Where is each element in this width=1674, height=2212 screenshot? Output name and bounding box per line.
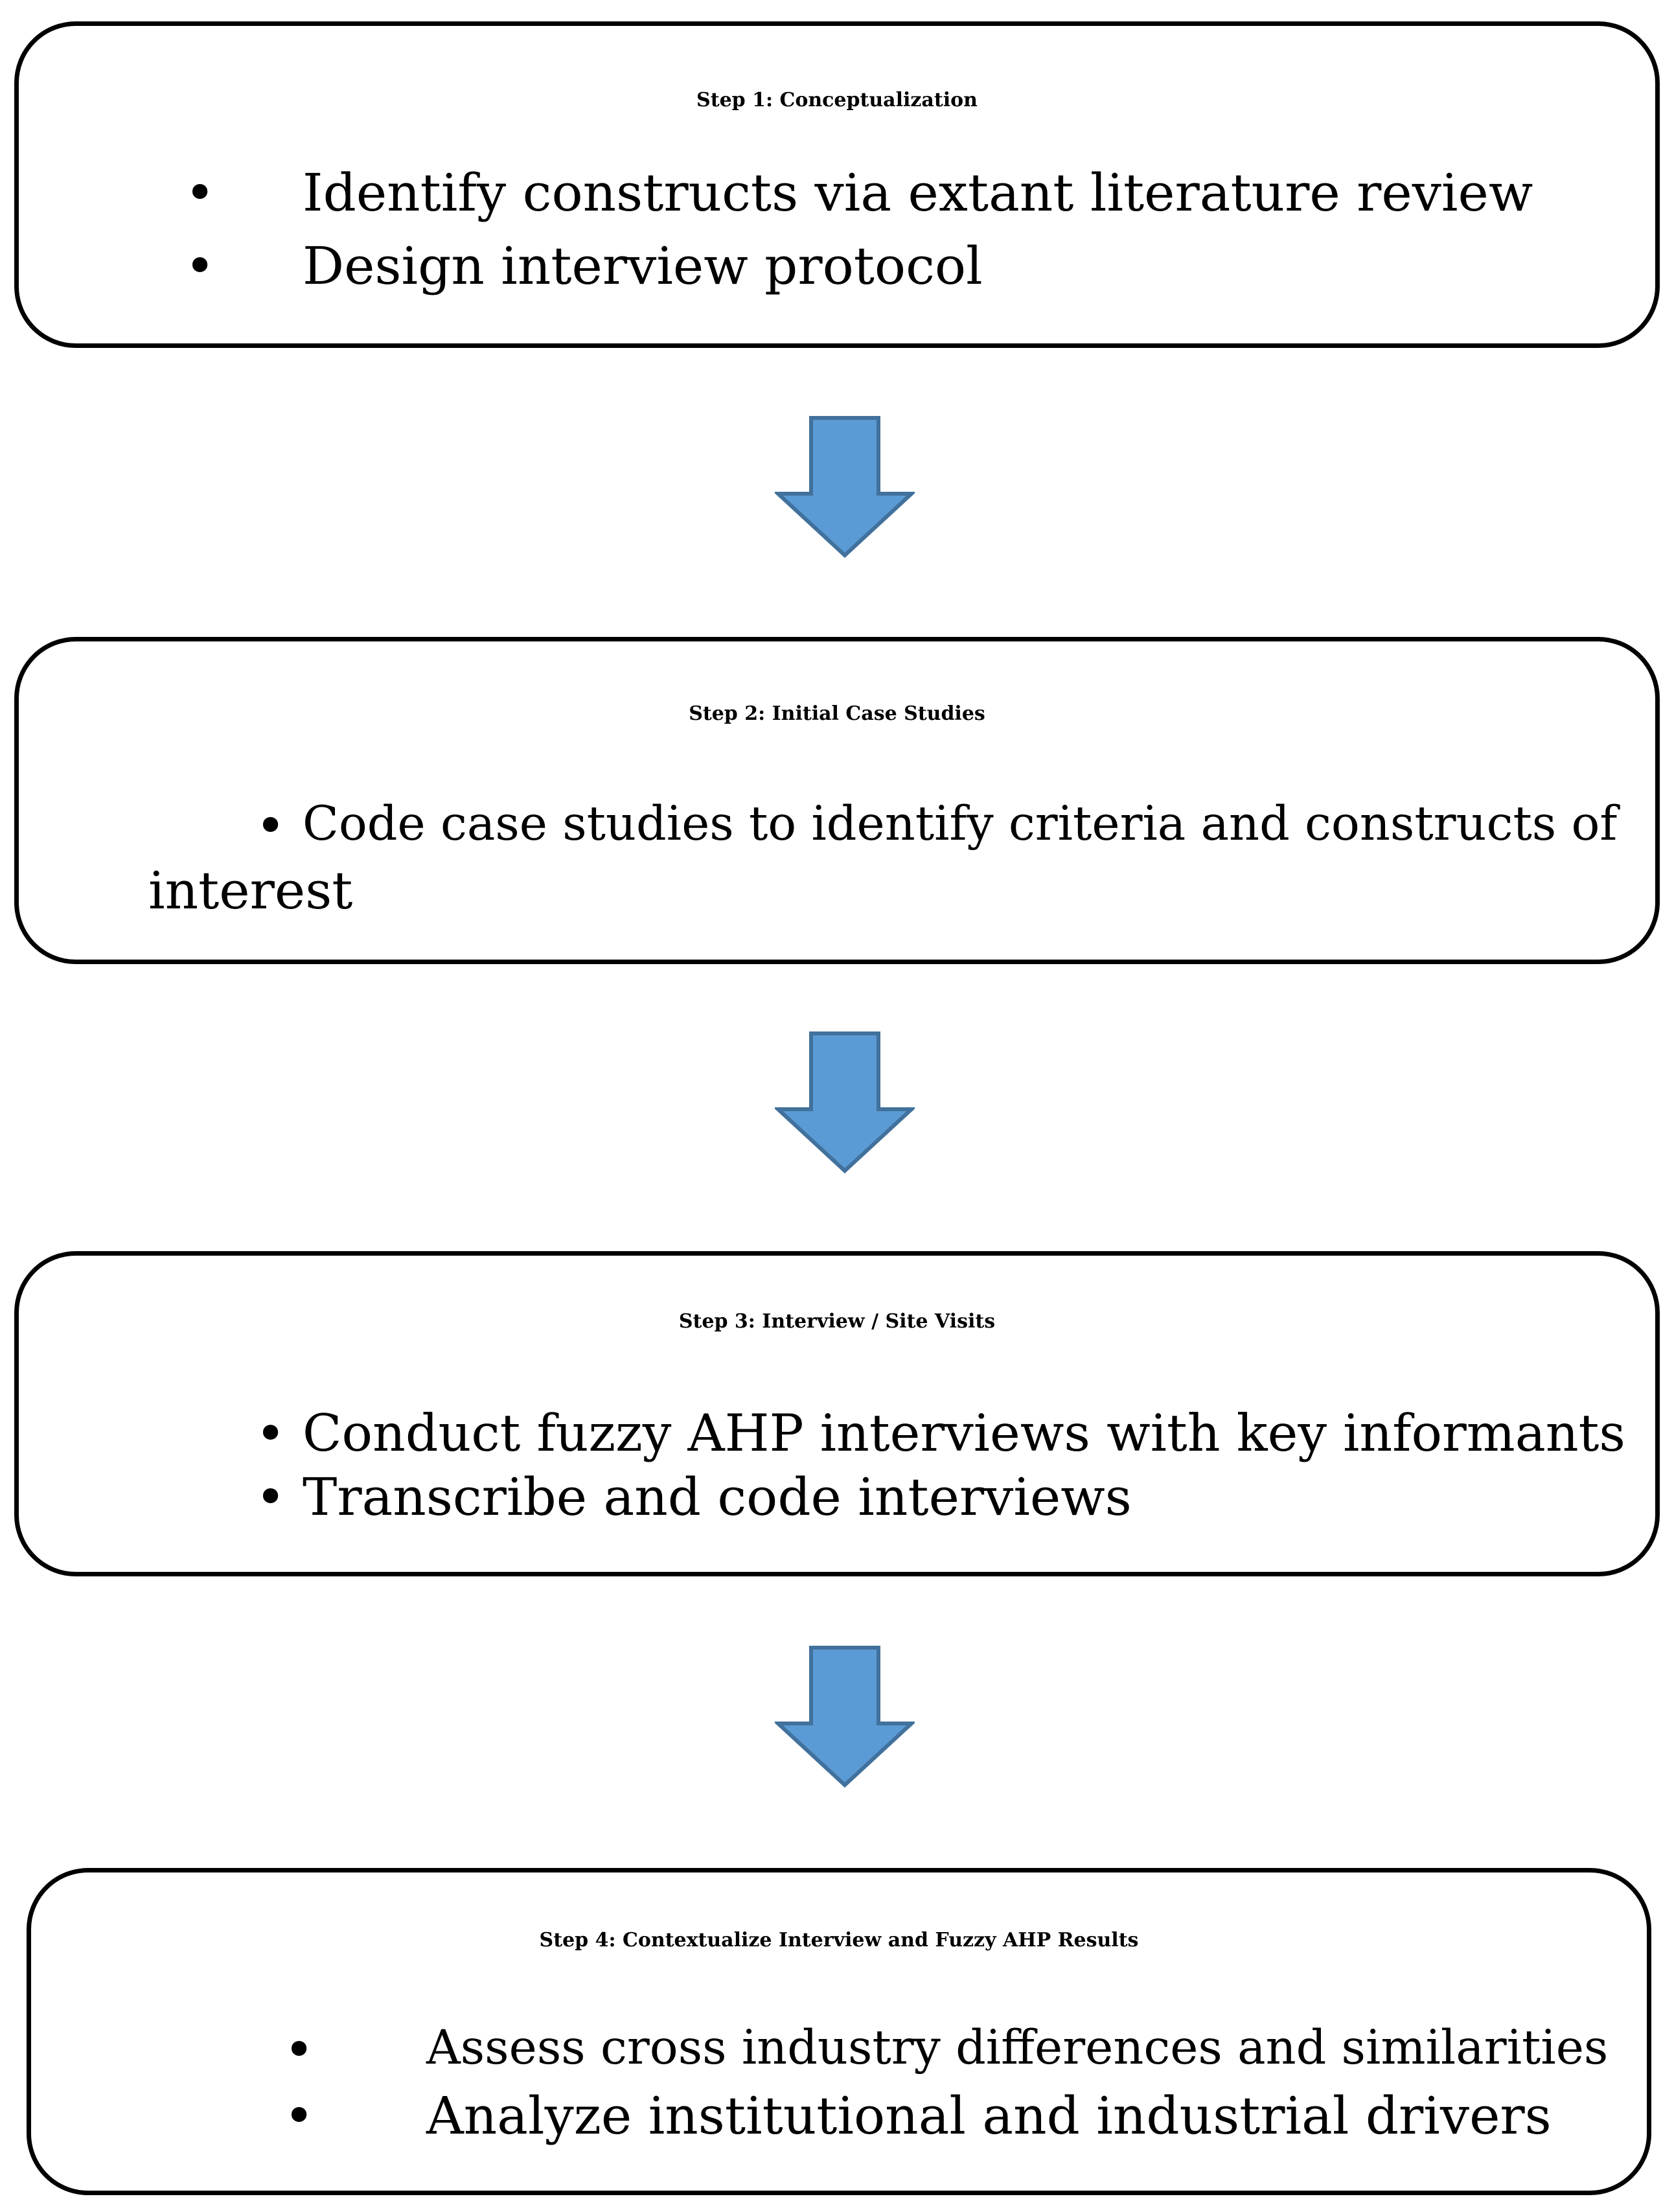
- down-arrow-icon: [775, 1646, 915, 1788]
- step-2-bullet-1: Code case studies to identify criteria a…: [303, 796, 1618, 851]
- step-3-title: Step 3: Interview / Site Visits: [678, 1310, 996, 1333]
- bullet-icon: •: [284, 2086, 315, 2146]
- bullet-icon: •: [255, 1467, 286, 1527]
- step-1-bullet-1: Identify constructs via extant literatur…: [303, 163, 1533, 223]
- step-2-title: Step 2: Initial Case Studies: [689, 702, 985, 725]
- step-4-bullet-1: Assess cross industry differences and si…: [426, 2020, 1609, 2075]
- step-4-bullet-2: Analyze institutional and industrial dri…: [426, 2086, 1552, 2146]
- step-1-title: Step 1: Conceptualization: [696, 89, 978, 111]
- down-arrow-icon: [775, 416, 915, 559]
- bullet-icon: •: [255, 1403, 286, 1464]
- step-1-bullet-2: Design interview protocol: [303, 236, 983, 296]
- bullet-icon: •: [284, 2020, 315, 2080]
- step-2-bullet-1-continuation: interest: [148, 860, 353, 921]
- down-arrow-icon: [775, 1031, 915, 1174]
- step-3-bullet-1: Conduct fuzzy AHP interviews with key in…: [303, 1403, 1625, 1463]
- step-4-box: Step 4: Contextualize Interview and Fuzz…: [27, 1868, 1651, 2195]
- bullet-icon: •: [185, 236, 216, 296]
- step-2-box: Step 2: Initial Case Studies • Code case…: [14, 637, 1660, 964]
- step-3-box: Step 3: Interview / Site Visits • Conduc…: [14, 1251, 1660, 1576]
- bullet-icon: •: [185, 163, 216, 223]
- bullet-icon: •: [255, 796, 286, 856]
- step-4-title: Step 4: Contextualize Interview and Fuzz…: [539, 1929, 1139, 1952]
- step-3-bullet-2: Transcribe and code interviews: [303, 1467, 1132, 1527]
- step-1-box: Step 1: Conceptualization • Identify con…: [14, 21, 1660, 348]
